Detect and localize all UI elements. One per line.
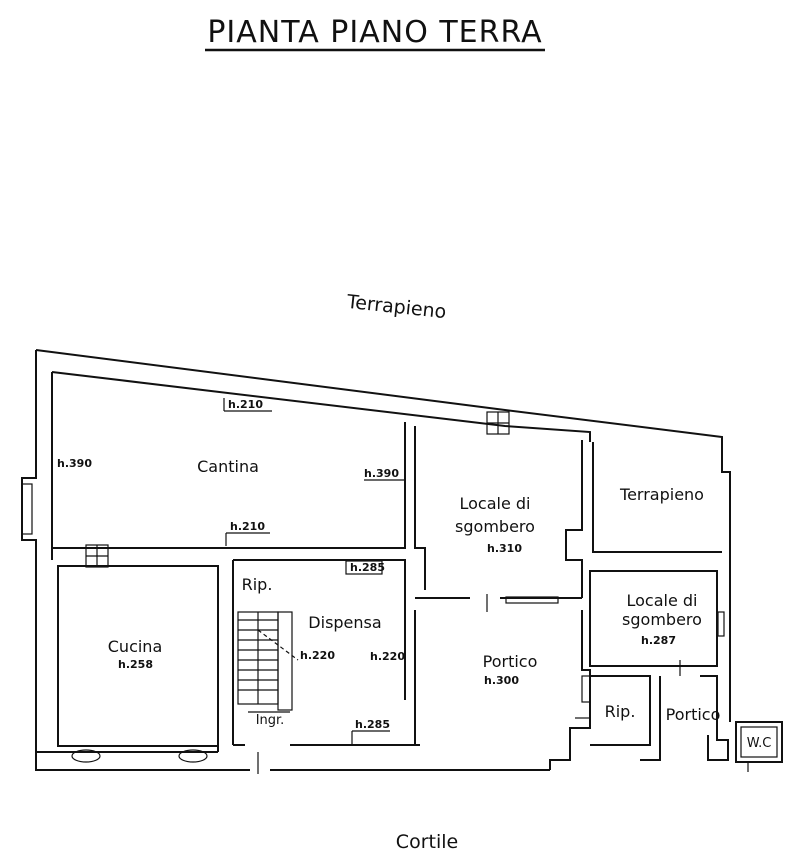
room-portico-1: Portico h.300	[414, 610, 591, 770]
room-cucina: Cucina h.258	[36, 565, 219, 763]
room-cantina: Cantina h.210 h.390 h.390 h.210	[51, 398, 406, 560]
room-label-cucina: Cucina	[108, 637, 163, 656]
room-label-rip-2: Rip.	[605, 702, 636, 721]
room-label-locale-sgombero-1-line2: sgombero	[455, 517, 535, 536]
height-dispensa-right: h.220	[370, 650, 405, 663]
staircase	[237, 611, 299, 711]
room-rip-2: Rip.	[575, 675, 651, 746]
room-terrapieno: Terrapieno	[592, 442, 722, 553]
page-title: PIANTA PIANO TERRA	[207, 15, 542, 50]
height-dispensa-bottom: h.285	[355, 718, 390, 731]
room-label-cantina: Cantina	[197, 457, 259, 476]
height-locale-sgombero-1: h.310	[487, 542, 522, 555]
outside-label-bottom: Cortile	[396, 831, 458, 853]
room-locale-sgombero-2: Locale di sgombero h.287	[589, 570, 725, 676]
room-label-locale-sgombero-1-line1: Locale di	[460, 494, 531, 513]
outer-walls	[21, 349, 731, 771]
height-cantina-left: h.390	[57, 457, 92, 470]
height-cucina: h.258	[118, 658, 153, 671]
room-label-portico-1: Portico	[483, 652, 538, 671]
room-locale-sgombero-1: Locale di sgombero h.310	[414, 426, 583, 612]
room-label-wc: W.C	[747, 736, 772, 751]
room-dispensa: Rip. Dispensa h.285 h.220 h.220 h.285 In…	[232, 559, 420, 774]
room-label-rip-1: Rip.	[242, 575, 273, 594]
outside-label-top: Terrapieno	[345, 291, 447, 323]
height-dispensa-stairs: h.220	[300, 649, 335, 662]
vent-top	[486, 411, 510, 435]
room-wc: W.C	[735, 721, 783, 772]
room-label-locale-sgombero-2-line2: sgombero	[622, 610, 702, 629]
height-cantina-top: h.210	[228, 398, 263, 411]
fixture-left	[71, 749, 101, 763]
height-portico-1: h.300	[484, 674, 519, 687]
fixture-right	[178, 749, 208, 763]
height-cantina-right: h.390	[364, 467, 399, 480]
room-label-terrapieno: Terrapieno	[619, 485, 704, 504]
room-label-locale-sgombero-2-line1: Locale di	[627, 591, 698, 610]
room-label-dispensa: Dispensa	[308, 613, 381, 632]
room-label-portico-2: Portico	[666, 705, 721, 724]
height-locale-sgombero-2: h.287	[641, 634, 676, 647]
room-portico-2: Portico	[640, 675, 729, 761]
height-cantina-bottom: h.210	[230, 520, 265, 533]
room-label-ingr: Ingr.	[256, 713, 285, 728]
height-dispensa-top: h.285	[350, 561, 385, 574]
